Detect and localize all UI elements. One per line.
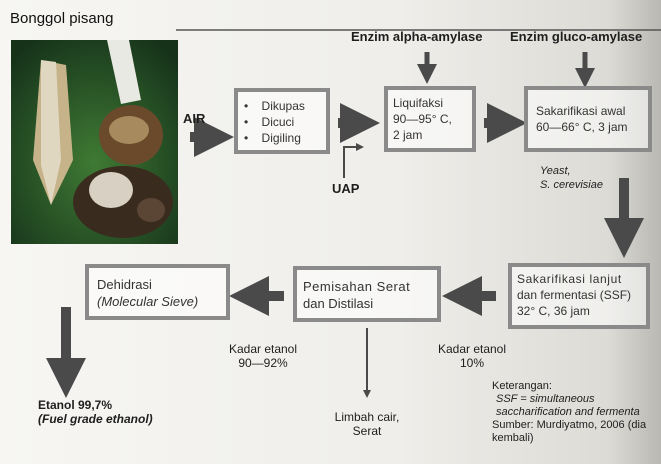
kadar-etanol-90-line1: Kadar etanol bbox=[228, 342, 298, 356]
ssf-line1: Sakarifikasi lanjut bbox=[517, 272, 622, 286]
kadar-etanol-90-label: Kadar etanol 90—92% bbox=[226, 342, 300, 370]
prep-item-dikupas: Dikupas bbox=[261, 99, 305, 113]
ssf-line3: 32° C, 36 jam bbox=[517, 304, 590, 318]
step-sakarifikasi-awal-box: Sakarifikasi awal 60—66° C, 3 jam bbox=[524, 86, 652, 152]
prep-item: • Digiling bbox=[244, 131, 301, 145]
step-prep-box: • Dikupas • Dicuci • Digiling bbox=[234, 88, 330, 154]
product-line1: Etanol 99,7% bbox=[38, 398, 113, 412]
notes-ssf-def2: saccharification and fermenta bbox=[496, 406, 640, 418]
liquifaksi-temp: 90—95° C, bbox=[393, 112, 452, 126]
yeast-label-2: S. cerevisiae bbox=[540, 179, 603, 191]
kadar-etanol-90-line2: 90—92% bbox=[238, 356, 288, 370]
limbah-label: Limbah cair, Serat bbox=[327, 410, 407, 438]
enzyme-gluco-label: Enzim gluco-amylase bbox=[510, 29, 643, 44]
notes-ssf-def: SSF = simultaneous bbox=[496, 393, 595, 405]
prep-item-dicuci: Dicuci bbox=[261, 115, 295, 129]
kadar-etanol-10-label: Kadar etanol 10% bbox=[436, 342, 508, 370]
dehidrasi-line2: (Molecular Sieve) bbox=[97, 294, 199, 309]
notes-heading: Keterangan: bbox=[492, 380, 552, 392]
step-dehidrasi-box: Dehidrasi (Molecular Sieve) bbox=[85, 264, 230, 320]
product-line2: (Fuel grade ethanol) bbox=[38, 412, 153, 426]
arrow-uap bbox=[343, 143, 364, 178]
prep-item: • Dikupas bbox=[244, 99, 305, 113]
liquifaksi-time: 2 jam bbox=[393, 128, 423, 142]
kadar-etanol-10-line1: Kadar etanol bbox=[437, 342, 507, 356]
enzyme-alpha-label: Enzim alpha-amylase bbox=[351, 29, 483, 44]
limbah-line1: Limbah cair, bbox=[334, 410, 400, 424]
sakarifikasi-awal-cond: 60—66° C, 3 jam bbox=[536, 120, 628, 134]
pemisahan-line2: dan Distilasi bbox=[303, 296, 374, 311]
liquifaksi-title: Liquifaksi bbox=[393, 96, 444, 110]
step-liquifaksi-box: Liquifaksi 90—95° C, 2 jam bbox=[384, 86, 476, 152]
pemisahan-line1: Pemisahan Serat bbox=[303, 279, 411, 294]
notes-block: Keterangan: SSF = simultaneous saccharif… bbox=[492, 380, 646, 445]
sakarifikasi-awal-title: Sakarifikasi awal bbox=[536, 104, 626, 118]
dehidrasi-line1: Dehidrasi bbox=[97, 277, 152, 292]
air-label: AIR bbox=[183, 111, 206, 126]
banana-corm-photo bbox=[11, 40, 178, 244]
notes-source: Sumber: Murdiyatmo, 2006 (dia bbox=[492, 419, 647, 431]
ssf-line2: dan fermentasi (SSF) bbox=[517, 288, 632, 302]
uap-label: UAP bbox=[332, 181, 360, 196]
yeast-label-1: Yeast, bbox=[540, 165, 571, 177]
step-pemisahan-box: Pemisahan Serat dan Distilasi bbox=[293, 266, 441, 322]
limbah-line2: Serat bbox=[352, 424, 382, 438]
photo-title: Bonggol pisang bbox=[10, 10, 114, 27]
notes-source2: kembali) bbox=[492, 432, 534, 444]
prep-item: • Dicuci bbox=[244, 115, 295, 129]
kadar-etanol-10-line2: 10% bbox=[459, 356, 485, 370]
product-label: Etanol 99,7% (Fuel grade ethanol) bbox=[38, 398, 153, 426]
step-ssf-box: Sakarifikasi lanjut dan fermentasi (SSF)… bbox=[508, 263, 650, 329]
prep-item-digiling: Digiling bbox=[261, 131, 301, 145]
